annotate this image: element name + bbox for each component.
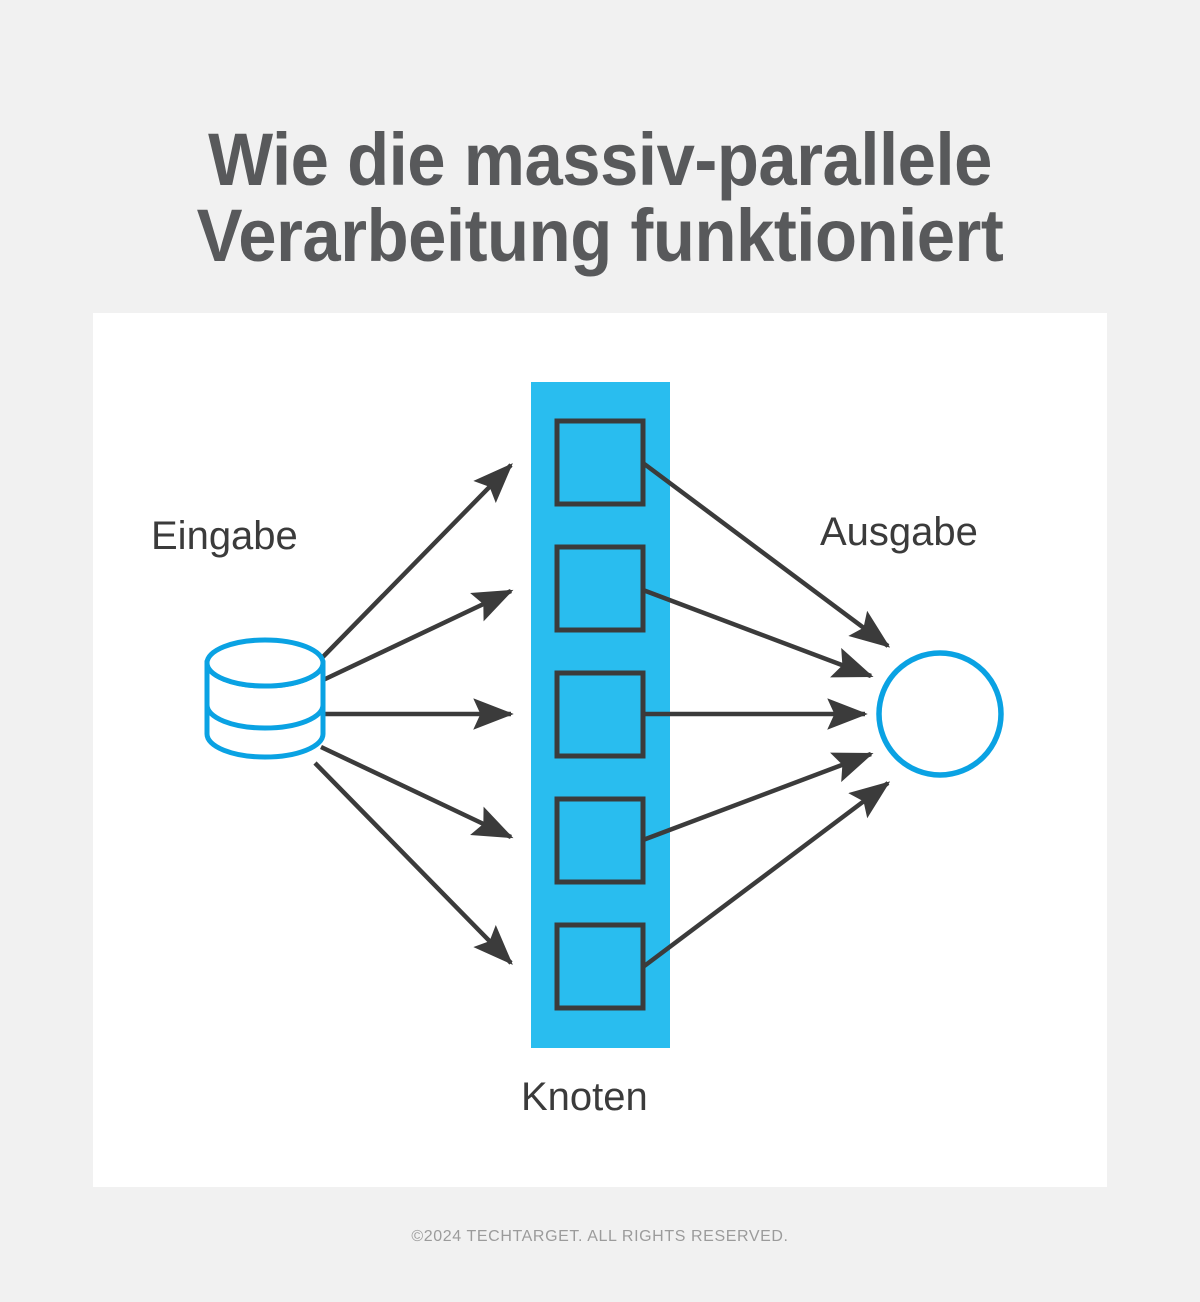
output-arrow-2 <box>642 587 874 679</box>
output-arrow-1 <box>641 461 891 648</box>
node-square-4 <box>554 796 646 885</box>
input-arrow-2 <box>320 588 514 684</box>
output-arrow-5 <box>641 781 891 969</box>
output-label: Ausgabe <box>820 510 978 554</box>
input-arrow-5 <box>313 761 513 965</box>
diagram-card: Eingabe Ausgabe Knoten <box>93 313 1107 1187</box>
database-cylinder-icon <box>204 637 326 760</box>
input-arrow-1 <box>313 463 513 667</box>
node-square-1 <box>554 418 646 507</box>
input-label: Eingabe <box>151 514 298 558</box>
output-arrow-group <box>641 461 891 969</box>
page-title: Wie die massiv-parallele Verarbeitung fu… <box>196 117 1004 277</box>
input-arrow-4 <box>320 744 514 840</box>
copyright-footer: ©2024 TECHTARGET. ALL RIGHTS RESERVED. <box>411 1228 789 1245</box>
output-arrow-4 <box>642 751 874 843</box>
node-square-2 <box>554 544 646 633</box>
nodes-label: Knoten <box>521 1075 648 1119</box>
output-circle-icon <box>876 650 1004 778</box>
mpp-flow-diagram: Eingabe Ausgabe Knoten <box>151 382 1004 1119</box>
input-arrow-group <box>313 463 514 965</box>
